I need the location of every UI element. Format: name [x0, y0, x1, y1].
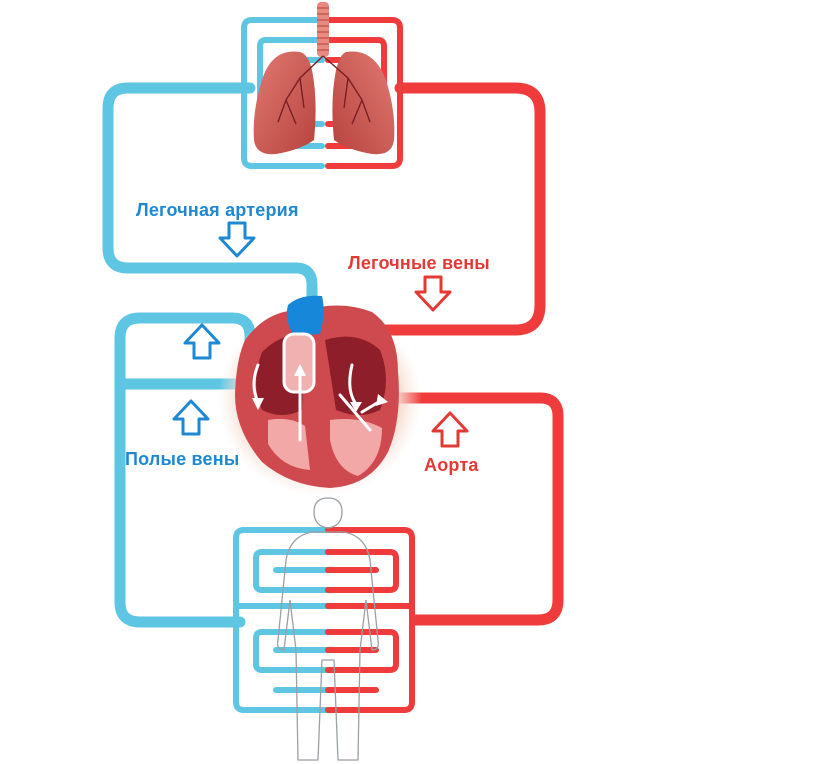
pulmonary-artery-pipe — [102, 82, 318, 306]
lungs-icon — [253, 51, 395, 155]
up-arrow-icon — [172, 399, 210, 436]
aorta-pipe — [372, 392, 564, 626]
pulmonary-artery-arrow — [218, 221, 256, 258]
systemic-circuit-pipes — [114, 312, 564, 628]
body-capillary-grid — [233, 527, 415, 713]
vena-cava-upper-arrow — [183, 323, 221, 360]
pulmonary-veins-arrow — [414, 275, 452, 312]
pulmonary-circuit-pipes — [102, 82, 546, 336]
pulmonary-veins-label: Легочные вены — [348, 253, 490, 273]
vena-cava-pipe — [114, 312, 256, 628]
pulmonary-trunk-icon — [286, 295, 324, 336]
aorta-label: Аорта — [424, 455, 479, 475]
trachea-icon — [317, 2, 329, 57]
vena-cava-label: Полые вены — [125, 449, 240, 469]
down-arrow-icon — [218, 221, 256, 258]
up-arrow-icon — [431, 411, 469, 448]
down-arrow-icon — [414, 275, 452, 312]
pulmonary-veins-pipe — [379, 82, 546, 336]
aorta-arrow — [431, 411, 469, 448]
human-body-outline-icon — [276, 497, 380, 761]
pulmonary-artery-label: Легочная артерия — [136, 200, 299, 220]
vena-cava-lower-arrow — [172, 399, 210, 436]
heart-icon — [218, 295, 422, 496]
up-arrow-icon — [183, 323, 221, 360]
